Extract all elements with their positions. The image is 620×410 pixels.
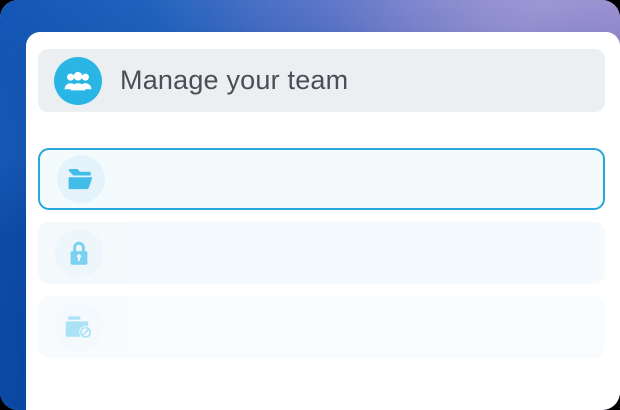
lock-icon <box>55 229 103 277</box>
team-settings-card: Manage your team <box>26 32 620 410</box>
open-folder-icon <box>57 155 105 203</box>
list-item-lock[interactable] <box>38 222 605 284</box>
folder-blocked-icon <box>55 303 103 351</box>
list-item-open-folder[interactable] <box>38 148 605 210</box>
users-group-icon <box>54 56 102 105</box>
card-header: Manage your team <box>38 49 605 112</box>
list-item-folder-blocked[interactable] <box>38 296 605 358</box>
options-list <box>38 148 605 370</box>
page-title: Manage your team <box>120 65 349 95</box>
